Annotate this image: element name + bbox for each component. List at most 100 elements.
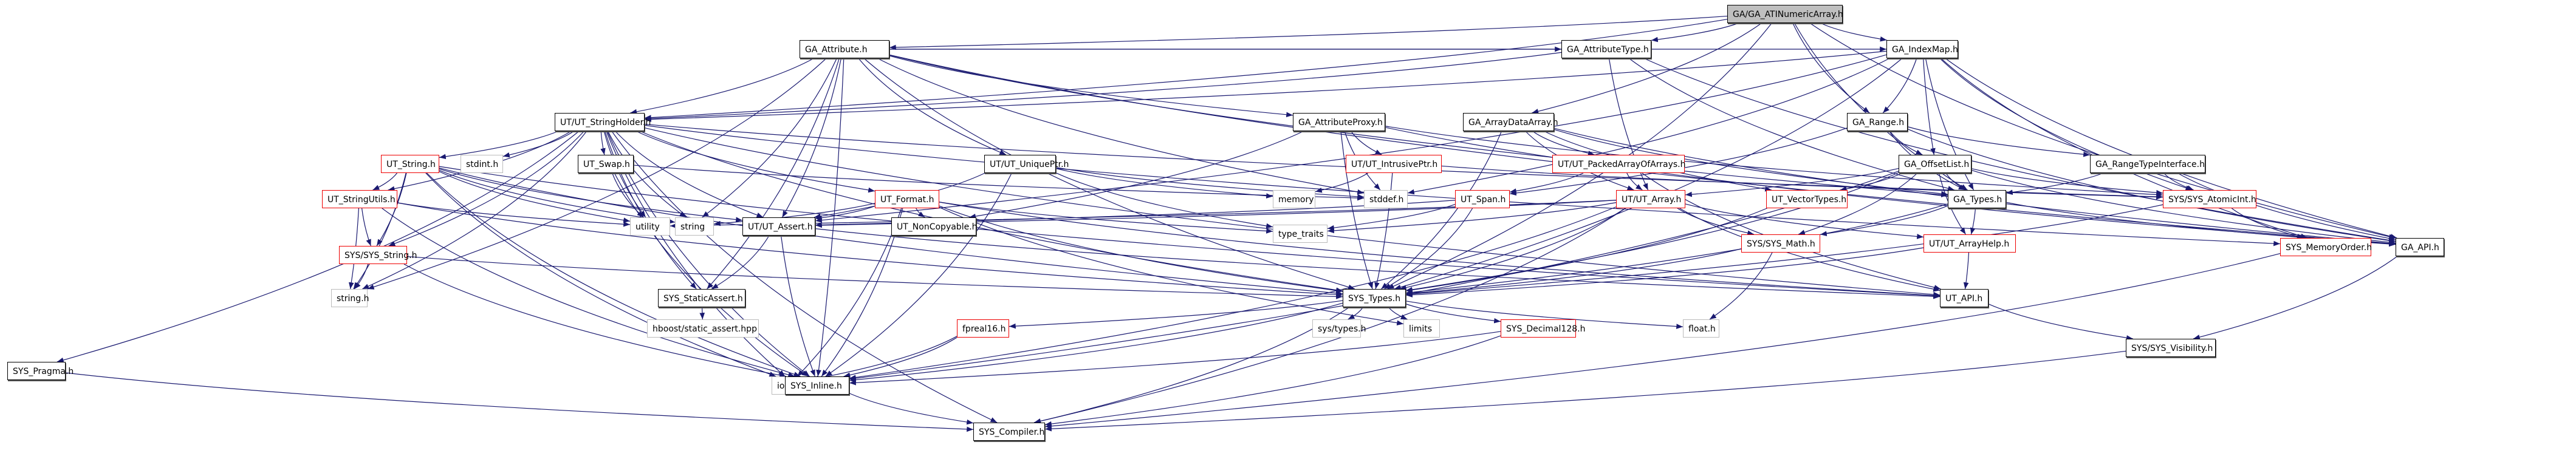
edge-ga-attribute-to-sys-types	[863, 58, 1355, 290]
node-ut-string[interactable]: UT_String.h	[381, 155, 439, 173]
node-ut-stringholder[interactable]: UT/UT_StringHolder.h	[555, 113, 651, 131]
edge-ga-rangetypeinterface-to-ga-api	[2177, 172, 2396, 241]
edge-ut-format-to-limits	[939, 206, 1404, 325]
node-sys-types[interactable]: SYS_Types.h	[1343, 289, 1406, 307]
edge-ut-api-to-sys-visibility	[1988, 304, 2133, 341]
node-ga-types[interactable]: GA_Types.h	[1948, 190, 2006, 208]
edge-ga-attributeproxy-to-ut-intrusiveptr	[1351, 131, 1382, 155]
edge-ut-assert-to-ut-api	[815, 228, 1941, 299]
edge-ut-stringholder-to-ut-assert	[615, 131, 764, 218]
edge-ga-types-to-ut-arrayhelp	[1970, 208, 1976, 235]
node-sys-math[interactable]: SYS/SYS_Math.h	[1741, 234, 1820, 253]
edge-ga-types-to-sys-types	[1405, 203, 1948, 295]
node-ga-rangetypeinterface[interactable]: GA_RangeTypeInterface.h	[2090, 155, 2205, 173]
edge-ut-format-to-string	[713, 203, 875, 226]
edge-ut-stringholder-to-sys-string	[388, 131, 584, 246]
node-sys-decimal128[interactable]: SYS_Decimal128.h	[1501, 319, 1585, 338]
node-float-h: float.h	[1683, 319, 1719, 338]
node-ga-indexmap[interactable]: GA_IndexMap.h	[1886, 40, 1958, 58]
edge-ut-intrusiveptr-to-sys-types	[1374, 172, 1393, 290]
node-hboost-static-assert: hboost/static_assert.hpp	[647, 319, 759, 338]
edge-sys-types-to-sys-types-h	[1348, 307, 1363, 320]
edge-ut-array-to-sys-types	[1399, 208, 1626, 290]
node-ut-vectortypes[interactable]: UT_VectorTypes.h	[1766, 190, 1848, 208]
node-ga-arraydataarray[interactable]: GA_ArrayDataArray.h	[1463, 113, 1558, 131]
edge-ga-attributetype-to-ut-stringholder	[644, 52, 1562, 121]
node-sys-pragma[interactable]: SYS_Pragma.h	[7, 362, 74, 380]
edge-ga-range-to-ga-rangetypeinterface	[1907, 126, 2091, 157]
node-ga-attribute[interactable]: GA_Attribute.h	[800, 40, 889, 58]
node-ut-uniqueptr[interactable]: UT/UT_UniquePtr.h	[984, 155, 1069, 173]
edge-ut-intrusiveptr-to-memory	[1315, 172, 1368, 193]
node-ga-range[interactable]: GA_Range.h	[1847, 113, 1908, 131]
edge-ga-indexmap-to-sys-atomicint	[1939, 58, 2193, 191]
edge-ga-attribute-to-stddef	[877, 58, 1365, 195]
node-limits: limits	[1403, 319, 1440, 338]
edge-ga-offsetlist-to-sys-atomicint	[1971, 168, 2163, 195]
node-sys-compiler[interactable]: SYS_Compiler.h	[973, 423, 1045, 441]
node-utility: utility	[630, 217, 670, 236]
edge-sys-decimal128-to-sys-inline	[849, 331, 1501, 386]
edge-ut-stringholder-to-utility	[603, 131, 646, 218]
node-ut-noncopyable[interactable]: UT_NonCopyable.h	[891, 217, 978, 236]
node-ut-array[interactable]: UT/UT_Array.h	[1616, 190, 1685, 208]
edge-sys-string-to-string-h	[354, 264, 369, 290]
edge-fpreal16-to-iosfwd	[811, 336, 957, 381]
edge-ut-uniqueptr-to-sys-inline	[825, 172, 1012, 377]
edge-ut-assert-to-sys-inline	[781, 235, 815, 377]
edge-ut-packedarrayofarrays-to-ut-array	[1626, 172, 1643, 191]
edge-ga-indexmap-to-ut-stringholder	[644, 50, 1887, 122]
node-ut-stringutils[interactable]: UT_StringUtils.h	[322, 190, 397, 208]
edge-ut-string-to-sys-string	[376, 172, 407, 246]
edge-ut-intrusiveptr-to-sys-atomicint	[1441, 165, 2163, 200]
edge-fpreal16-to-sys-inline	[843, 337, 957, 378]
node-fpreal16[interactable]: fpreal16.h	[957, 319, 1009, 338]
node-ga-attributetype[interactable]: GA_AttributeType.h	[1561, 40, 1651, 58]
node-sys-inline[interactable]: SYS_Inline.h	[785, 376, 849, 395]
node-string-h: string.h	[331, 289, 369, 307]
edge-ga-attributeproxy-to-sys-atomicint	[1385, 126, 2163, 197]
edge-sys-string-to-sys-inline	[403, 264, 787, 378]
node-ut-packedarrayofarrays[interactable]: UT/UT_PackedArrayOfArrays.h	[1552, 155, 1686, 173]
node-sys-visibility[interactable]: SYS/SYS_Visibility.h	[2126, 339, 2216, 357]
edge-ga-api-to-sys-visibility	[2193, 256, 2398, 340]
node-ut-assert[interactable]: UT/UT_Assert.h	[742, 217, 815, 236]
edge-ga-indexmap-to-stddef	[1407, 58, 1890, 195]
node-stdint: stdint.h	[461, 155, 503, 173]
edge-ut-span-to-sys-types	[1384, 208, 1473, 290]
node-ut-swap[interactable]: UT_Swap.h	[578, 155, 634, 173]
edge-ga-attribute-to-sys-staticassert	[707, 58, 840, 290]
edge-sys-types-to-float-h	[1405, 301, 1684, 329]
edge-ga-attributeproxy-to-sys-types	[1340, 131, 1373, 290]
node-ut-intrusiveptr[interactable]: UT/UT_IntrusivePtr.h	[1346, 155, 1442, 173]
edge-ga-arraydataarray-to-ut-packedarrayofarrays	[1532, 131, 1595, 156]
edge-ut-swap-to-stddef	[633, 165, 1365, 201]
node-ga-attributeproxy[interactable]: GA_AttributeProxy.h	[1293, 113, 1385, 131]
edge-ut-uniqueptr-to-memory	[1055, 168, 1273, 199]
edge-ut-stringholder-to-string-h	[362, 131, 587, 290]
edge-ut-string-to-ut-api	[439, 166, 1941, 299]
node-sys-atomicint[interactable]: SYS/SYS_AtomicInt.h	[2163, 190, 2256, 208]
node-ut-span[interactable]: UT_Span.h	[1455, 190, 1510, 208]
edge-ga-indexmap-to-ga-range	[1882, 58, 1917, 114]
edge-sys-types-to-sys-compiler	[1033, 307, 1350, 424]
edge-ga-indexmap-to-sys-memoryorder	[1941, 58, 2307, 239]
edge-ga-types-to-sys-math	[1820, 205, 1948, 237]
node-ga-offsetlist[interactable]: GA_OffsetList.h	[1899, 155, 1971, 173]
node-sys-staticassert[interactable]: SYS_StaticAssert.h	[658, 289, 745, 307]
node-sys-string[interactable]: SYS/SYS_String.h	[339, 246, 417, 264]
edge-root-to-ga-attributetype	[1651, 22, 1739, 42]
edge-ut-string-to-utility	[439, 171, 631, 223]
edge-ut-format-to-ut-assert	[815, 205, 875, 221]
edge-ut-string-to-ut-assert	[439, 168, 743, 222]
edge-sys-atomicint-to-sys-types	[1405, 204, 2163, 297]
edge-ut-stringholder-to-ut-swap	[600, 131, 606, 155]
node-ut-format[interactable]: UT_Format.h	[875, 190, 939, 208]
edge-ga-indexmap-to-ga-types	[1925, 58, 1975, 191]
node-sys-memoryorder[interactable]: SYS_MemoryOrder.h	[2280, 238, 2372, 256]
node-ga-api[interactable]: GA_API.h	[2396, 238, 2444, 256]
node-ut-api[interactable]: UT_API.h	[1940, 289, 1989, 307]
edge-ga-offsetlist-to-ga-api	[1971, 169, 2396, 245]
edge-ut-string-to-iosfwd	[425, 172, 776, 377]
node-ut-arrayhelp[interactable]: UT/UT_ArrayHelp.h	[1923, 234, 2016, 253]
